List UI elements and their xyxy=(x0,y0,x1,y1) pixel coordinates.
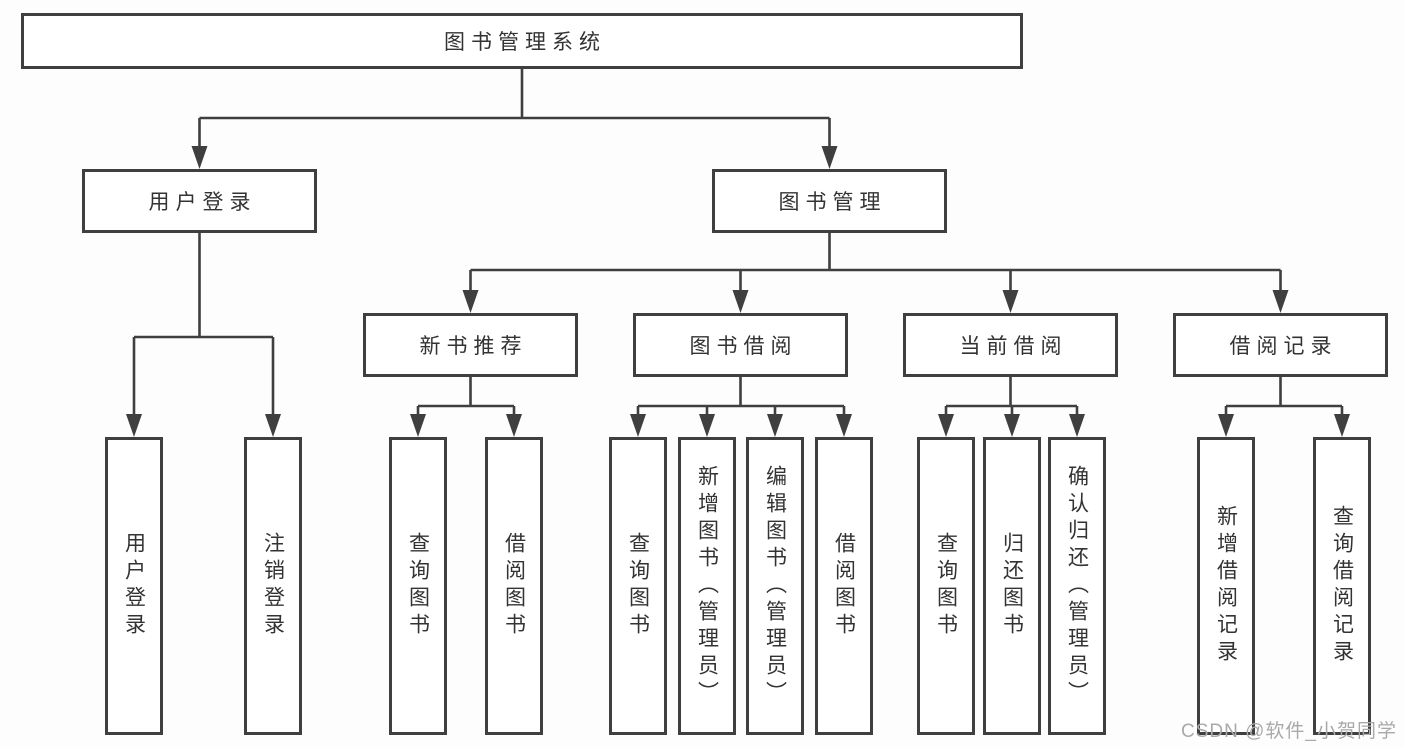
leaf-query-borrow-record: 查询借阅记录 xyxy=(1313,437,1371,735)
node-system-root: 图书管理系统 xyxy=(21,13,1023,69)
leaf-query-books-recommend: 查询图书 xyxy=(389,437,447,735)
leaf-edit-book-admin: 编辑图书（管理员） xyxy=(746,437,804,735)
node-borrow-records: 借阅记录 xyxy=(1173,313,1388,377)
leaf-return-book: 归还图书 xyxy=(983,437,1041,735)
leaf-query-books-current-label: 查询图书 xyxy=(934,532,958,640)
csdn-watermark: CSDN @软件_小贺同学 xyxy=(1181,721,1397,742)
node-book-management: 图书管理 xyxy=(712,169,947,233)
leaf-add-book-admin-label: 新增图书（管理员） xyxy=(695,464,719,708)
leaf-add-borrow-record: 新增借阅记录 xyxy=(1197,437,1255,735)
leaf-logout-label: 注销登录 xyxy=(261,532,285,640)
leaf-logout: 注销登录 xyxy=(244,437,302,735)
leaf-user-login: 用户登录 xyxy=(105,437,163,735)
leaf-edit-book-admin-label: 编辑图书（管理员） xyxy=(763,464,787,708)
leaf-borrow-books-label: 借阅图书 xyxy=(832,532,856,640)
node-borrow-records-label: 借阅记录 xyxy=(1229,335,1338,358)
leaf-borrow-books-recommend-label: 借阅图书 xyxy=(502,532,526,640)
node-user-login: 用户登录 xyxy=(82,169,317,233)
leaf-borrow-books-recommend: 借阅图书 xyxy=(485,437,543,735)
leaf-borrow-books: 借阅图书 xyxy=(815,437,873,735)
leaf-confirm-return-admin-label: 确认归还（管理员） xyxy=(1065,464,1089,708)
node-user-login-label: 用户登录 xyxy=(148,191,257,214)
leaf-query-books-current: 查询图书 xyxy=(917,437,975,735)
node-book-management-label: 图书管理 xyxy=(778,191,887,214)
leaf-query-books-borrow: 查询图书 xyxy=(609,437,667,735)
leaf-add-book-admin: 新增图书（管理员） xyxy=(678,437,736,735)
leaf-user-login-label: 用户登录 xyxy=(122,532,146,640)
leaf-confirm-return-admin: 确认归还（管理员） xyxy=(1048,437,1106,735)
node-book-borrow-label: 图书借阅 xyxy=(689,335,798,358)
node-system-root-label: 图书管理系统 xyxy=(444,31,606,54)
node-current-borrow-label: 当前借阅 xyxy=(959,335,1068,358)
leaf-query-books-recommend-label: 查询图书 xyxy=(406,532,430,640)
node-book-borrow: 图书借阅 xyxy=(633,313,848,377)
node-new-book-recommend: 新书推荐 xyxy=(363,313,578,377)
leaf-query-books-borrow-label: 查询图书 xyxy=(626,532,650,640)
leaf-add-borrow-record-label: 新增借阅记录 xyxy=(1214,505,1238,667)
node-current-borrow: 当前借阅 xyxy=(903,313,1118,377)
leaf-return-book-label: 归还图书 xyxy=(1000,532,1024,640)
leaf-query-borrow-record-label: 查询借阅记录 xyxy=(1330,505,1354,667)
node-new-book-recommend-label: 新书推荐 xyxy=(419,335,528,358)
